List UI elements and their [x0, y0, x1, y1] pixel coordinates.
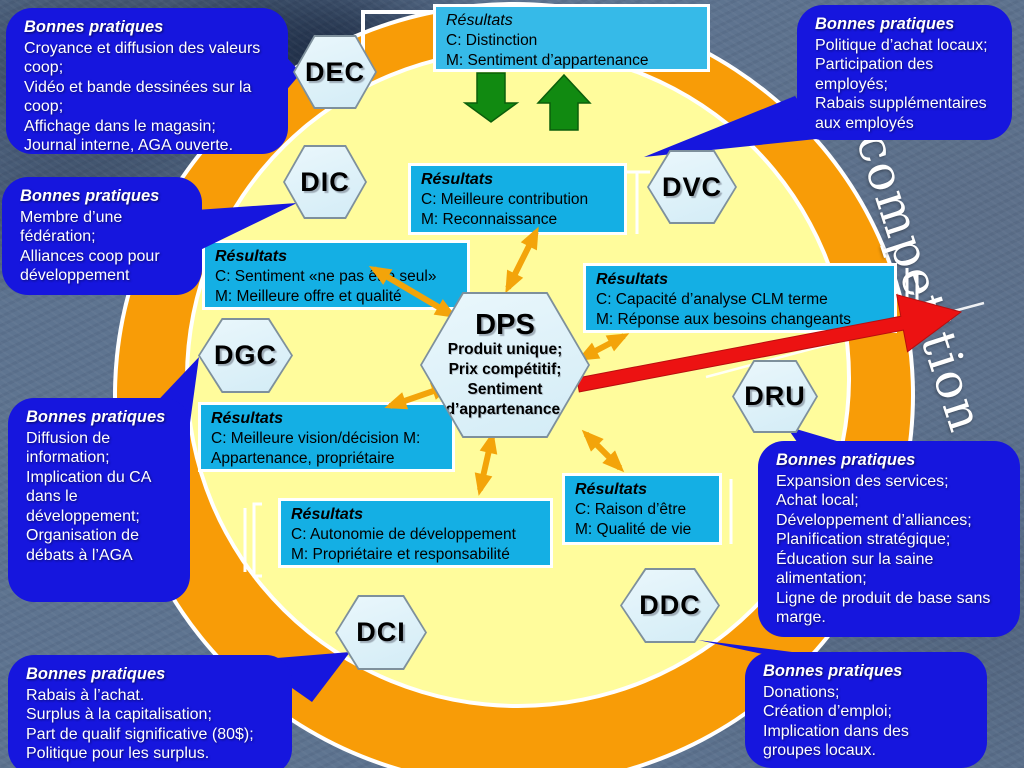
result-title: Résultats	[596, 271, 669, 288]
hexagon-dci: DCI	[335, 595, 427, 670]
result-box-autonomie: Résultats C: Autonomie de développement …	[278, 498, 553, 568]
result-line-m: M: Meilleure offre et qualité	[215, 287, 402, 305]
practice-line: Participation des employés;	[815, 56, 934, 93]
practice-line: Affichage dans le magasin;	[24, 117, 216, 135]
result-title: Résultats	[575, 481, 648, 498]
practice-line: Journal interne, AGA ouverte.	[24, 137, 234, 155]
practice-title: Bonnes pratiques	[20, 187, 160, 205]
practice-line: Rabais à l’achat.	[26, 686, 145, 704]
practice-line: Alliances coop pour développement	[20, 247, 160, 285]
result-title: Résultats	[211, 410, 284, 427]
practice-callout-ddc: Bonnes pratiques Donations; Création d’e…	[745, 652, 987, 768]
practice-line: Diffusion de information;	[26, 429, 111, 467]
result-line-c: C: Raison d’être	[575, 501, 687, 518]
practice-line: Membre d’une fédération;	[20, 208, 123, 246]
practice-callout-dec: Bonnes pratiques Croyance et diffusion d…	[6, 8, 288, 154]
practice-callout-dvc: Bonnes pratiques Politique d’achat locau…	[797, 5, 1012, 140]
practice-title: Bonnes pratiques	[815, 15, 955, 33]
result-line-c: C: Distinction	[446, 32, 538, 49]
practice-line: Développement d’alliances;	[776, 511, 972, 529]
result-line-m: Appartenance, propriétaire	[211, 449, 395, 467]
hexagon-dps-center: DPS Produit unique; Prix compétitif; Sen…	[420, 292, 590, 438]
result-box-top: Résultats C: Distinction M: Sentiment d’…	[433, 4, 710, 72]
result-line-c: C: Sentiment «ne pas être seul»	[215, 268, 437, 285]
hexagon-ddc: DDC	[620, 568, 720, 643]
practice-line: Implication dans des groupes locaux.	[763, 722, 909, 760]
dps-body-line: Sentiment	[467, 381, 543, 399]
dps-body-line: Prix compétitif;	[448, 361, 562, 379]
practice-line: Éducation sur la saine alimentation;	[776, 550, 934, 588]
dps-body-line: d’appartenance.	[445, 401, 565, 419]
hexagon-label: DRU	[744, 381, 806, 411]
practice-title: Bonnes pratiques	[24, 18, 164, 36]
result-title: Résultats	[215, 248, 288, 265]
result-box-dic: Résultats C: Meilleure contribution M: R…	[408, 163, 627, 235]
hexagon-dec: DEC	[293, 35, 377, 109]
hexagon-label: DIC	[300, 166, 350, 197]
practice-line: Surplus à la capitalisation;	[26, 706, 212, 724]
practice-line: Planification stratégique;	[776, 531, 951, 549]
practice-line: Implication du CA dans le développement;	[26, 468, 151, 525]
practice-callout-dci: Bonnes pratiques Rabais à l’achat. Surpl…	[8, 655, 292, 768]
result-line-c: C: Capacité d’analyse CLM terme	[596, 291, 828, 308]
hexagon-label: DVC	[661, 171, 722, 202]
practice-line: Donations;	[763, 683, 840, 701]
practice-line: Politique d’achat locaux;	[815, 36, 988, 54]
hexagon-dgc: DGC	[198, 318, 293, 393]
practice-line: Politique pour les surplus.	[26, 745, 210, 763]
result-title: Résultats	[421, 171, 494, 188]
practice-line: Vidéo et bande dessinées sur la coop;	[24, 78, 252, 116]
hexagon-dru: DRU	[732, 360, 818, 433]
practice-title: Bonnes pratiques	[776, 451, 916, 469]
practice-title: Bonnes pratiques	[26, 408, 166, 426]
dps-title: DPS	[475, 308, 535, 341]
result-line-c: C: Meilleure contribution	[421, 191, 589, 208]
practice-line: Organisation de débats à l’AGA	[26, 527, 139, 564]
result-line-m: M: Propriétaire et responsabilité	[291, 545, 510, 563]
practice-line: Ligne de produit de base sans marge.	[776, 589, 991, 627]
practice-callout-dic: Bonnes pratiques Membre d’une fédération…	[2, 177, 202, 295]
result-line-m: M: Qualité de vie	[575, 520, 692, 538]
result-line-c: C: Autonomie de développement	[291, 526, 516, 543]
hexagon-dic: DIC	[283, 145, 367, 219]
result-title: Résultats	[291, 506, 364, 523]
practice-line: Expansion des services;	[776, 472, 949, 490]
hexagon-label: DDC	[639, 590, 701, 620]
result-box-raison: Résultats C: Raison d’être M: Qualité de…	[562, 473, 722, 545]
result-line-m: M: Sentiment d’appartenance	[446, 51, 649, 69]
hexagon-label: DGC	[214, 340, 277, 370]
result-box-vision: Résultats C: Meilleure vision/décision M…	[198, 402, 455, 472]
practice-title: Bonnes pratiques	[763, 662, 903, 680]
practice-title: Bonnes pratiques	[26, 665, 166, 683]
practice-line: Rabais supplémentaires aux employés	[815, 95, 987, 132]
practice-line: Part de qualif significative (80$);	[26, 725, 254, 743]
result-line-m: M: Reconnaissance	[421, 210, 558, 228]
result-box-clm: Résultats C: Capacité d’analyse CLM term…	[583, 263, 897, 333]
practice-line: Création d’emploi;	[763, 703, 892, 721]
hexagon-label: DEC	[304, 56, 365, 87]
practice-line: Croyance et diffusion des valeurs coop;	[24, 39, 261, 77]
practice-line: Achat local;	[776, 492, 859, 510]
result-line-m: M: Réponse aux besoins changeants	[596, 310, 852, 328]
result-line-c: C: Meilleure vision/décision M:	[211, 430, 421, 447]
result-title: Résultats	[446, 12, 513, 29]
dps-body-line: Produit unique;	[447, 340, 563, 358]
hexagon-label: DCI	[356, 617, 406, 647]
hexagon-dvc: DVC	[647, 150, 737, 224]
practice-callout-dgc: Bonnes pratiques Diffusion de informatio…	[8, 398, 190, 602]
practice-callout-dru: Bonnes pratiques Expansion des services;…	[758, 441, 1020, 637]
